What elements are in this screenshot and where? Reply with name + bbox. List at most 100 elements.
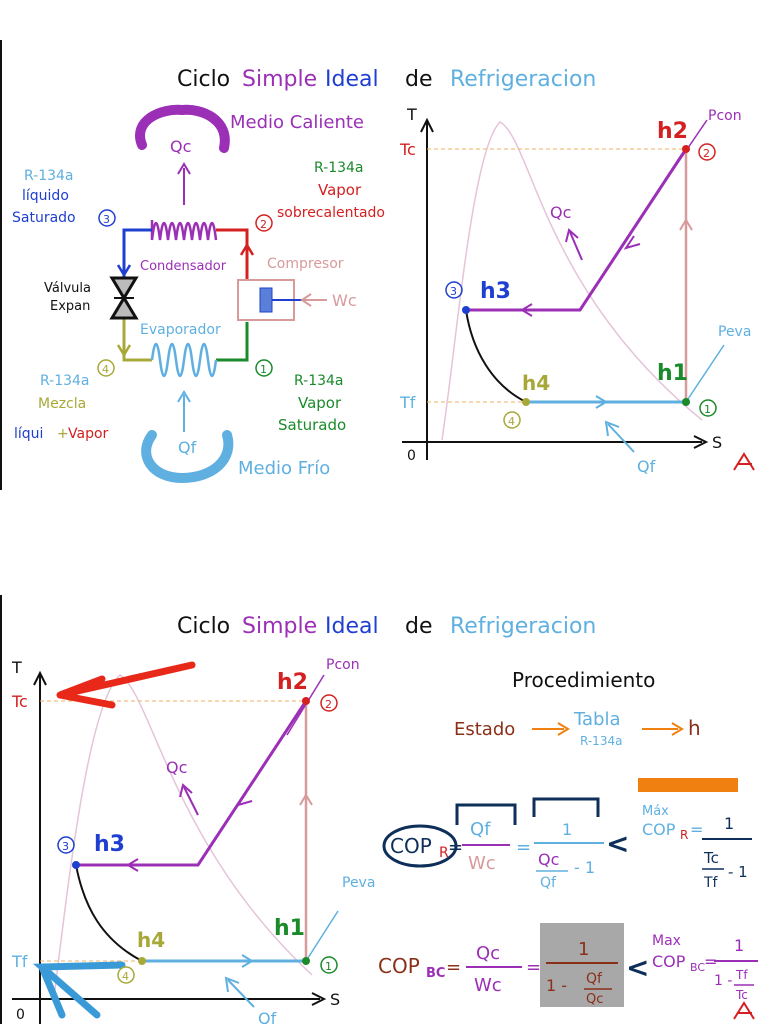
pipe-compressor-to-condenser bbox=[216, 228, 249, 280]
cycle-state1-marker bbox=[255, 359, 273, 377]
cop-bc-inner-num: Qf bbox=[586, 971, 603, 987]
cycle-state1-num: 1 bbox=[260, 363, 267, 376]
cop-bc-max-tf: Tf bbox=[735, 968, 748, 982]
state4-liquid: líqui bbox=[14, 426, 43, 442]
ts2-state2-num: 2 bbox=[325, 698, 332, 711]
cycle-state4-marker bbox=[97, 359, 115, 377]
cop-bc-max-one-minus: 1 - bbox=[714, 973, 732, 989]
cycle-state2-num: 2 bbox=[260, 218, 267, 231]
pcon-label-2: Pcon bbox=[326, 657, 360, 673]
process-3-4 bbox=[465, 309, 527, 403]
condenser-coil bbox=[150, 220, 218, 241]
cop-bc-max-sub: BC bbox=[690, 961, 705, 974]
cold-medium-cloud bbox=[141, 430, 234, 484]
title-bottom: Ciclo Simple Ideal de Refrigeracion bbox=[177, 614, 596, 639]
tc-emphasis-arrow bbox=[56, 661, 196, 709]
top-panel: Ciclo Simple Ideal de Refrigeracion Qc M… bbox=[0, 40, 768, 490]
cop-r-eq: = bbox=[448, 837, 463, 858]
cop-r-max-minus-one: - 1 bbox=[728, 863, 748, 881]
compressor-piston bbox=[259, 287, 273, 313]
h4-label: h4 bbox=[522, 371, 550, 395]
cop-bc-highlight-box bbox=[540, 923, 624, 1007]
tc-label: Tc bbox=[399, 140, 416, 159]
valve-label-line1: Válvula bbox=[44, 281, 91, 296]
state4-plus: + bbox=[57, 426, 69, 442]
ts2-state1-num: 1 bbox=[325, 960, 332, 973]
tc-label-2: Tc bbox=[11, 692, 28, 711]
cop-bc-num: Qc bbox=[476, 943, 500, 964]
title2-word-simple: Simple bbox=[242, 614, 317, 639]
title-word-ciclo: Ciclo bbox=[177, 67, 230, 92]
title-word-refrigeracion: Refrigeracion bbox=[450, 67, 596, 92]
title2-word-ciclo: Ciclo bbox=[177, 614, 230, 639]
h4-label-2: h4 bbox=[137, 928, 165, 952]
cop-r-max-cop: COP bbox=[642, 820, 676, 839]
t-axis-label-2: T bbox=[11, 658, 22, 677]
cop-r-eq2: = bbox=[516, 837, 531, 858]
tf-label-2: Tf bbox=[11, 952, 28, 971]
tf-emphasis-arrow bbox=[32, 961, 126, 1019]
cop-r-max-tc: Tc bbox=[703, 849, 719, 867]
cop-r-subscript: R bbox=[439, 845, 449, 861]
procedure-h: h bbox=[688, 716, 701, 740]
h2-label: h2 bbox=[657, 119, 688, 144]
pcon-label: Pcon bbox=[708, 108, 742, 124]
cop-bc-den: Wc bbox=[474, 975, 502, 996]
ts2-state3-num: 3 bbox=[62, 840, 69, 853]
pipe-condenser-to-valve bbox=[122, 228, 152, 278]
title-word-de: de bbox=[405, 67, 433, 92]
origin-label-2: 0 bbox=[16, 1007, 25, 1023]
author-logo-2 bbox=[733, 1001, 755, 1020]
state2-refrigerant: R-134a bbox=[314, 160, 364, 176]
author-logo bbox=[733, 452, 755, 471]
cycle-wc-label: Wc bbox=[332, 291, 357, 310]
title-word-simple: Simple bbox=[242, 67, 317, 92]
cop-r-max-tf: Tf bbox=[703, 875, 719, 891]
cop-r-one: 1 bbox=[562, 820, 572, 839]
evaporator-coil bbox=[150, 342, 218, 378]
cop-r-max: Máx bbox=[642, 804, 669, 819]
title2-word-ideal: Ideal bbox=[325, 614, 379, 639]
cop-r-den: Wc bbox=[468, 853, 496, 874]
cycle-qc-label: Qc bbox=[170, 137, 191, 156]
process-2-3 bbox=[466, 148, 688, 312]
cop-r-num: Qf bbox=[470, 819, 491, 840]
cop-r-max-eq: = bbox=[690, 820, 703, 839]
state3-refrigerant: R-134a bbox=[24, 168, 74, 184]
cop-r-lt: < bbox=[606, 827, 629, 860]
cop-bc-one: 1 bbox=[578, 939, 589, 960]
s-axis-label-2: S bbox=[330, 990, 340, 1009]
cop-r-minus-one: - 1 bbox=[574, 858, 595, 877]
ts-diagram-bottom: T S 0 Tc Tf Pcon Peva h2 2 h3 3 h4 bbox=[11, 657, 375, 1028]
title: Ciclo Simple Ideal de Refrigeracion bbox=[177, 67, 596, 92]
valve-label-line2: Expan bbox=[50, 299, 90, 314]
ts-diagram-top: T S 0 Tc Tf Pcon Peva h2 2 h3 3 bbox=[399, 105, 751, 476]
cop-bc-label: COP bbox=[378, 954, 420, 978]
pipe-valve-to-evaporator bbox=[122, 318, 152, 362]
cycle-state2-marker bbox=[255, 214, 273, 232]
pipe-evaporator-to-compressor bbox=[216, 322, 249, 362]
title2-word-refrigeracion: Refrigeracion bbox=[450, 614, 596, 639]
t-axis-label: T bbox=[406, 105, 417, 124]
h3-label: h3 bbox=[480, 279, 511, 304]
state3-line1: líquido bbox=[22, 188, 69, 204]
procedure-figure: Ciclo Simple Ideal de Refrigeracion T S … bbox=[11, 614, 758, 1028]
ts-state4-num: 4 bbox=[508, 415, 515, 428]
cop-bc-subscript: BC bbox=[426, 966, 445, 981]
procedure-tabla: Tabla bbox=[573, 709, 621, 730]
ts-state1-num: 1 bbox=[704, 403, 711, 416]
cop-r-inner-den: Qf bbox=[540, 875, 557, 891]
ts2-qf-label: Qf bbox=[258, 1009, 277, 1024]
cop-bc-inner-den: Qc bbox=[586, 992, 603, 1007]
cop-bc-one-minus: 1 - bbox=[546, 976, 567, 995]
origin-label: 0 bbox=[407, 448, 416, 464]
cycle-qf-label: Qf bbox=[178, 438, 197, 457]
peva-label: Peva bbox=[718, 324, 751, 340]
state1-line1: Vapor bbox=[298, 394, 342, 412]
s-axis-label: S bbox=[712, 433, 722, 452]
cop-r-formula: COP R = Qf Wc = 1 Qc Qf - 1 < Máx COP R … bbox=[382, 778, 752, 891]
cop-bc-eq: = bbox=[446, 957, 461, 978]
h1-label: h1 bbox=[657, 361, 688, 386]
cop-bc-lt: < bbox=[626, 951, 649, 984]
state4-vapor: Vapor bbox=[68, 426, 109, 442]
